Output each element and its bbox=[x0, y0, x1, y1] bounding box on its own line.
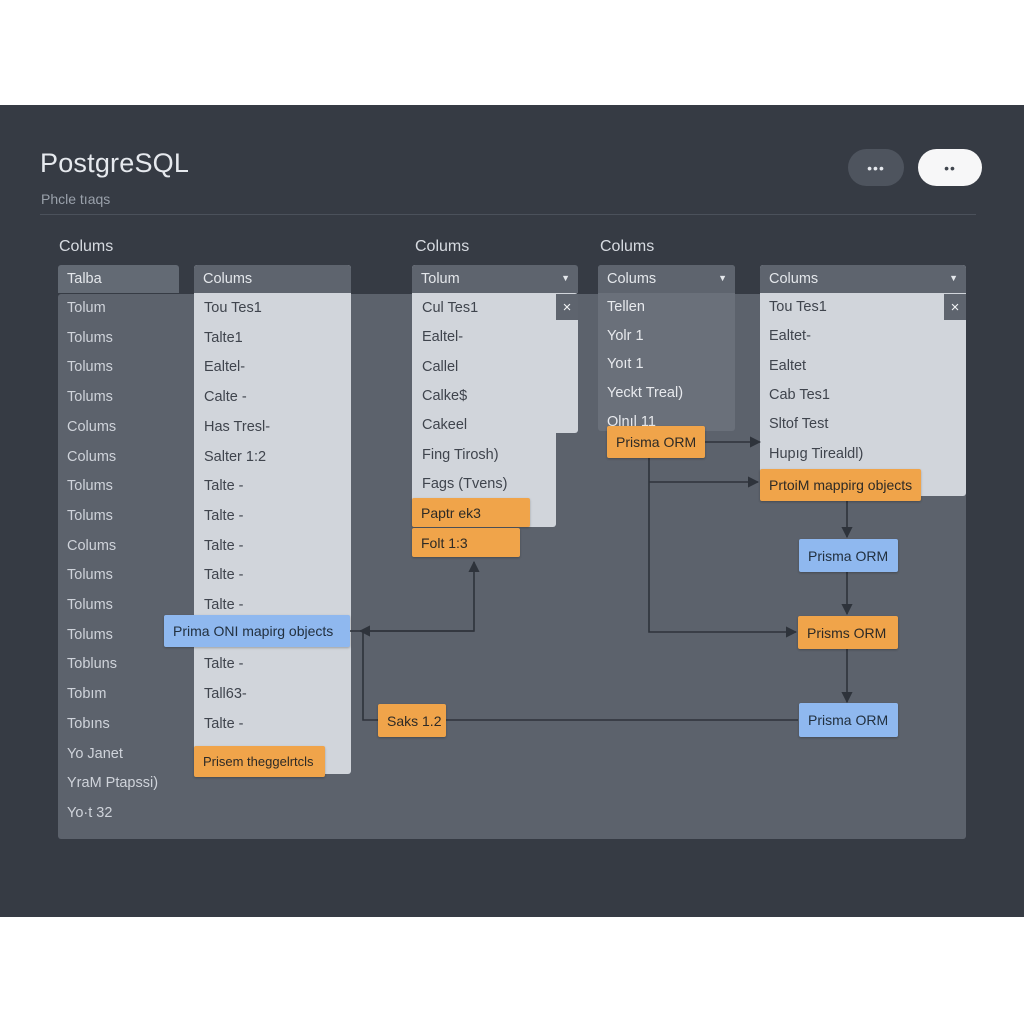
table-panel-colums-d-title: Colums bbox=[769, 271, 819, 287]
table-row[interactable]: Fing Tirosh) bbox=[422, 446, 499, 463]
table-panel-tolum-title: Tolum bbox=[421, 271, 460, 287]
table-row[interactable]: Yo·t 32 bbox=[67, 804, 113, 821]
table-row[interactable]: Ealtel- bbox=[422, 329, 464, 346]
table-row[interactable]: Tall63- bbox=[204, 686, 247, 703]
table-row[interactable]: Cab Tes1 bbox=[769, 386, 830, 403]
table-row[interactable]: Callel bbox=[422, 358, 459, 375]
table-row[interactable]: Colums bbox=[67, 418, 117, 435]
table-row[interactable]: Tou Tes1 bbox=[204, 300, 262, 316]
table-row[interactable]: Talte1 bbox=[204, 329, 243, 346]
table-row[interactable]: Tobluns bbox=[67, 656, 117, 673]
page-subtitle: Phcle tıaqs bbox=[41, 191, 111, 207]
table-row[interactable]: Yoıt 1 bbox=[607, 356, 644, 373]
table-row[interactable]: Talte - bbox=[204, 478, 244, 495]
sidebar-header[interactable]: Talba bbox=[58, 265, 179, 293]
table-row[interactable]: Cul Tes1 bbox=[422, 300, 479, 316]
table-row[interactable]: Tobım bbox=[67, 686, 107, 703]
table-row[interactable]: Talte - bbox=[204, 567, 244, 584]
caret-down-icon[interactable]: ▼ bbox=[949, 273, 958, 283]
table-panel-tolum-header[interactable]: Tolum ▼ bbox=[412, 265, 578, 293]
table-panel-colums-d-header[interactable]: Colums ▼ bbox=[760, 265, 966, 293]
table-panel-tolum-extension bbox=[412, 293, 578, 433]
table-row[interactable]: Tolums bbox=[67, 478, 113, 495]
table-row[interactable]: Tolums bbox=[67, 626, 113, 643]
header-divider bbox=[40, 214, 976, 215]
table-row[interactable]: Yeckt Treal) bbox=[607, 385, 684, 402]
table-row[interactable]: Yolr 1 bbox=[607, 327, 644, 344]
tag-prisma-orm-mid[interactable]: Prisma ORM bbox=[607, 426, 705, 458]
toggle-button[interactable]: •• bbox=[918, 149, 982, 186]
table-row[interactable]: Ealtet bbox=[769, 357, 807, 374]
close-icon[interactable]: × bbox=[556, 294, 578, 320]
page-title: PostgreSQL bbox=[40, 148, 190, 178]
table-row[interactable]: Tolums bbox=[67, 359, 113, 376]
tag-paptr[interactable]: Paptr ek3 bbox=[412, 498, 530, 527]
tag-prisma-mapping-right[interactable]: PrtoiM mappirg objects bbox=[760, 469, 921, 501]
caret-down-icon[interactable]: ▼ bbox=[718, 273, 727, 283]
tag-prisms-orm-orange[interactable]: Prisms ORM bbox=[798, 616, 898, 649]
table-row[interactable]: Tolum bbox=[67, 300, 106, 316]
table-row[interactable]: Tolums bbox=[67, 597, 113, 613]
table-panel-colums-c-header[interactable]: Colums ▼ bbox=[598, 265, 735, 293]
tag-prisma-orm-blue-2[interactable]: Prisma ORM bbox=[799, 703, 898, 737]
table-row[interactable]: Tou Tes1 bbox=[769, 299, 827, 315]
table-row[interactable]: Talte - bbox=[204, 507, 244, 524]
table-row[interactable]: Tolums bbox=[67, 389, 113, 406]
table-row[interactable]: Sltof Test bbox=[769, 416, 829, 433]
table-row[interactable]: Fags (Tvens) bbox=[422, 475, 508, 492]
caret-down-icon[interactable]: ▼ bbox=[561, 273, 570, 283]
table-row[interactable]: Has Tresl- bbox=[204, 418, 271, 435]
table-row[interactable]: Yo Janet bbox=[67, 745, 123, 762]
more-options-button[interactable]: ••• bbox=[848, 149, 904, 186]
section-label-middle: Colums bbox=[415, 238, 470, 255]
table-row[interactable]: Tolums bbox=[67, 507, 113, 524]
section-label-left: Colums bbox=[59, 238, 114, 255]
tag-saks[interactable]: Saks 1.2 bbox=[378, 704, 446, 737]
table-row[interactable]: Hupıg Tirealdl) bbox=[769, 445, 864, 462]
table-row[interactable]: Olnıl 11 bbox=[607, 413, 656, 430]
close-icon[interactable]: × bbox=[944, 294, 966, 320]
table-row[interactable]: Talte - bbox=[204, 537, 244, 554]
tag-folt[interactable]: Folt 1:3 bbox=[412, 528, 520, 557]
tag-prisma-orm-blue-1[interactable]: Prisma ORM bbox=[799, 539, 898, 572]
table-panel-columns bbox=[194, 265, 351, 774]
table-row[interactable]: Calte - bbox=[204, 389, 247, 406]
section-label-right: Colums bbox=[600, 238, 655, 255]
table-row[interactable]: YraM Ptapssi) bbox=[67, 775, 159, 792]
table-row[interactable]: Salter 1:2 bbox=[204, 448, 267, 465]
table-row[interactable]: Talte - bbox=[204, 597, 244, 613]
table-row[interactable]: Colums bbox=[67, 448, 117, 465]
table-row[interactable]: Ealtet- bbox=[769, 328, 811, 345]
tag-prisma-mapping-left[interactable]: Prima ONI mapirg objects bbox=[164, 615, 350, 647]
table-row[interactable]: Talte - bbox=[204, 715, 244, 732]
table-row[interactable]: Tolums bbox=[67, 329, 113, 346]
table-panel-colums-c-title: Colums bbox=[607, 271, 657, 287]
table-panel-columns-header[interactable]: Colums bbox=[194, 265, 351, 293]
table-row[interactable]: Calke$ bbox=[422, 387, 468, 404]
table-row[interactable]: Tolums bbox=[67, 567, 113, 584]
table-row[interactable]: Colums bbox=[67, 537, 117, 554]
table-panel-colums-d bbox=[760, 265, 966, 496]
table-row[interactable]: Tobıns bbox=[67, 715, 110, 732]
table-row[interactable]: Ealtel- bbox=[204, 359, 246, 376]
tag-prisma-thegglelots[interactable]: Prisem theggelrtcls bbox=[194, 746, 325, 777]
table-row[interactable]: Cakeel bbox=[422, 417, 468, 434]
table-row[interactable]: Tellen bbox=[607, 299, 645, 315]
table-row[interactable]: Talte - bbox=[204, 656, 244, 673]
